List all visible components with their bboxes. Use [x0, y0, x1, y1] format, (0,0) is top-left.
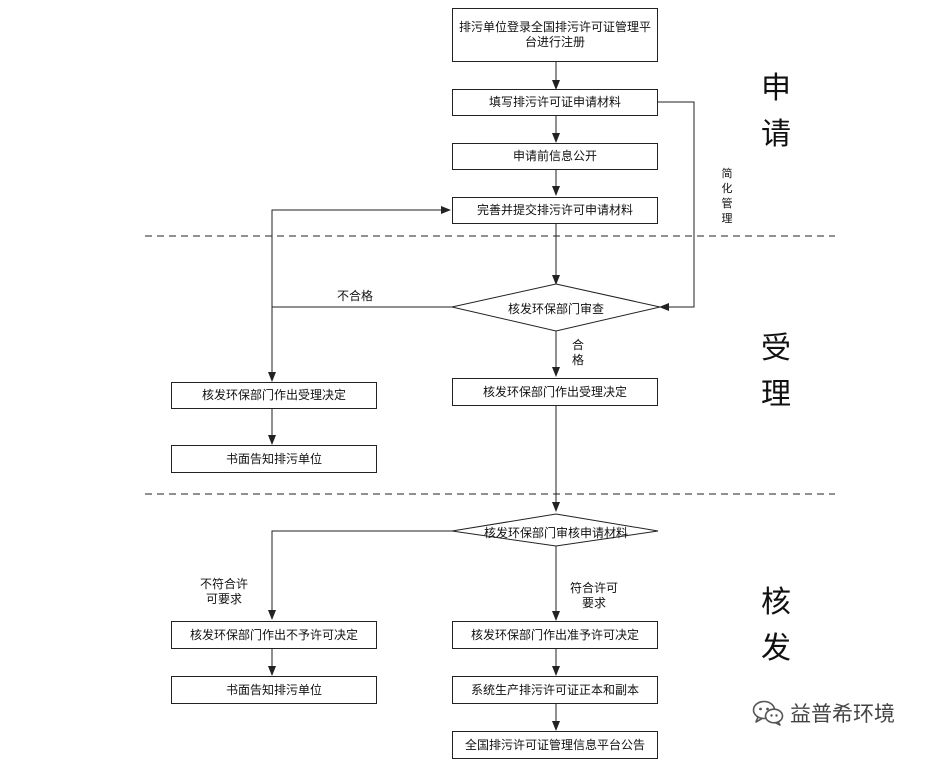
accept-decision-left-box: 核发环保部门作出受理决定	[171, 382, 377, 409]
qualified-label: 合格	[571, 338, 584, 367]
not-meet-label: 不符合许可要求	[199, 577, 248, 606]
resubmit-path	[271, 206, 451, 307]
review-diamond-label: 核发环保部门审查	[507, 302, 604, 316]
examine-diamond-label: 核发环保部门审核申请材料	[483, 526, 628, 540]
refuse-decision-box: 核发环保部门作出不予许可决定	[171, 621, 377, 649]
watermark-text: 益普希环境	[790, 702, 895, 726]
publish-box: 全国排污许可证管理信息平台公告	[452, 731, 658, 759]
wechat-icon	[752, 700, 784, 726]
review-diamond	[451, 283, 661, 332]
not-meet-path	[268, 530, 452, 620]
examine-diamond	[451, 513, 659, 547]
fill-application-box: 填写排污许可证申请材料	[452, 89, 658, 116]
register-box: 排污单位登录全国排污许可证管理平台进行注册	[452, 8, 658, 62]
stage-apply: 申请	[761, 71, 791, 152]
unqualified-label: 不合格	[336, 289, 373, 303]
pre-disclosure-box: 申请前信息公开	[452, 143, 658, 170]
generate-permit-box: 系统生产排污许可证正本和副本	[452, 676, 658, 704]
stage-issue: 核发	[761, 585, 791, 666]
watermark: 益普希环境	[752, 698, 895, 728]
unqualified-path	[268, 306, 452, 382]
simplified-path	[658, 101, 695, 311]
simplified-label: 简化管理	[721, 167, 733, 225]
meet-label: 符合许可要求	[569, 581, 618, 610]
stage-accept: 受理	[761, 331, 791, 412]
approve-decision-box: 核发环保部门作出准予许可决定	[452, 621, 658, 649]
accept-decision-box: 核发环保部门作出受理决定	[452, 378, 658, 406]
notify-unit-box: 书面告知排污单位	[171, 445, 377, 473]
notify-unit-box-2: 书面告知排污单位	[171, 676, 377, 704]
submit-application-box: 完善并提交排污许可申请材料	[452, 197, 658, 224]
